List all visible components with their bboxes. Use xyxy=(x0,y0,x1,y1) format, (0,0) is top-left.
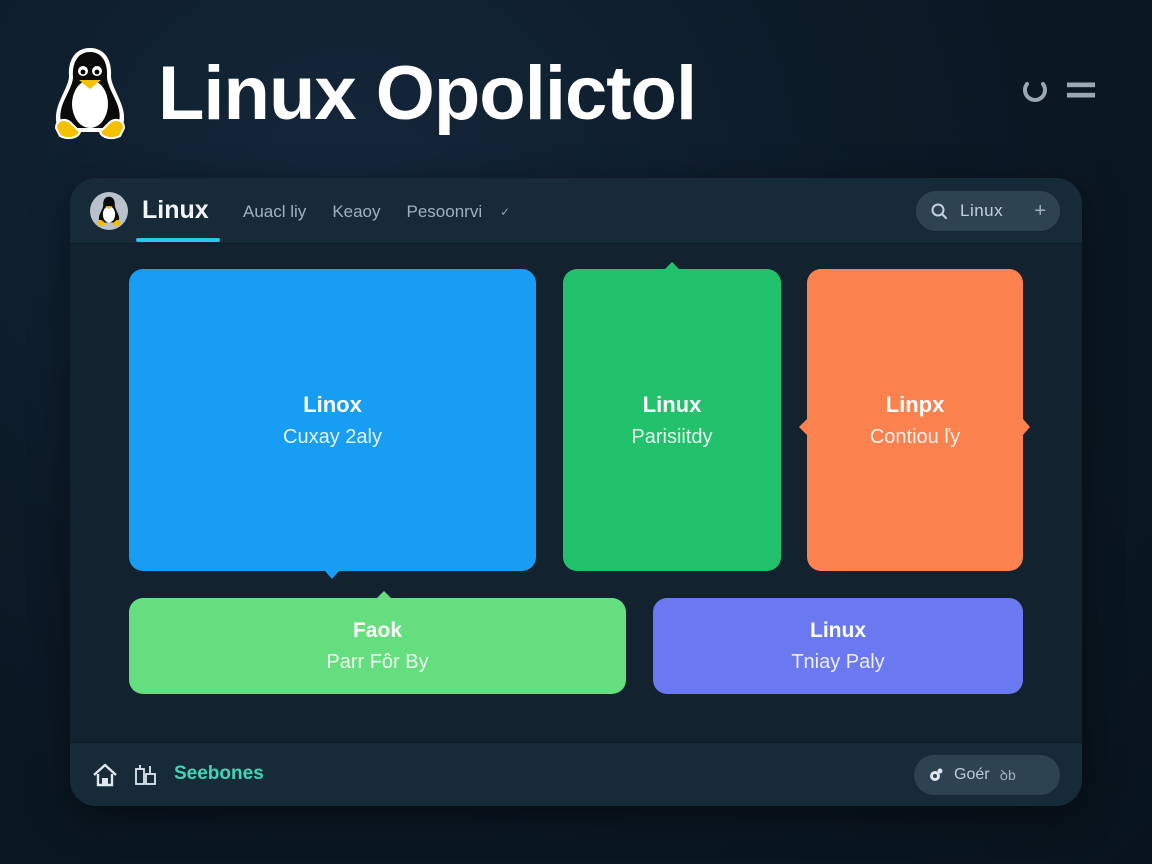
apps-icon xyxy=(135,765,156,785)
plus-icon[interactable]: + xyxy=(1034,200,1046,222)
refresh-icon xyxy=(1023,82,1047,102)
nav-item-3[interactable]: Pesoonrvi xyxy=(406,202,483,221)
top-navbar: Linux Auacl liy Keaoy Pesoonrvi ✓ Linux … xyxy=(70,178,1082,244)
tux-penguin-icon xyxy=(97,196,121,226)
tile-notch xyxy=(799,419,807,435)
go-button[interactable]: Goér ꝺb xyxy=(914,755,1060,795)
active-tab-indicator xyxy=(136,238,220,242)
nav-item-2[interactable]: Keaoy xyxy=(332,202,381,221)
nav-item-1[interactable]: Auacl liy xyxy=(243,202,307,221)
tile-subtitle: Tniay Paly xyxy=(791,650,885,673)
tile-title: Linux xyxy=(642,391,702,417)
home-button[interactable] xyxy=(92,763,118,787)
tile-title: Linpx xyxy=(885,391,945,417)
header-actions xyxy=(1020,75,1096,105)
chevron-down-icon[interactable]: ✓ xyxy=(500,205,511,219)
refresh-button[interactable] xyxy=(1020,75,1050,105)
tile-subtitle: Parisiitdy xyxy=(631,425,713,448)
search-value: Linux xyxy=(960,201,1004,220)
hamburger-menu-icon xyxy=(1066,82,1096,98)
app-header: Linux Opolictol xyxy=(48,44,1096,144)
bottom-bar: Seebones Goér ꝺb xyxy=(70,742,1082,806)
tile-title: Faok xyxy=(352,618,402,642)
brand-tab[interactable]: Linux xyxy=(142,196,209,224)
tile-notch xyxy=(377,591,391,598)
main-panel: Linux Auacl liy Keaoy Pesoonrvi ✓ Linux … xyxy=(70,178,1082,806)
avatar[interactable] xyxy=(90,192,128,230)
home-icon xyxy=(93,763,117,787)
tile-2[interactable]: Linux Parisiitdy xyxy=(563,262,781,571)
tile-notch xyxy=(325,571,339,579)
tile-notch xyxy=(665,262,679,269)
tile-5[interactable]: Linux Tniay Paly xyxy=(653,598,1023,694)
settings-icon xyxy=(930,768,943,781)
go-label: Goér xyxy=(954,766,990,783)
tile-subtitle: Cuxay 2aly xyxy=(283,425,382,448)
nav-menu: Auacl liy Keaoy Pesoonrvi ✓ xyxy=(243,202,510,222)
apps-button[interactable] xyxy=(134,763,158,787)
tux-penguin-icon xyxy=(54,48,126,140)
tile-1[interactable]: Linox Cuxay 2aly xyxy=(129,269,536,579)
tile-notch xyxy=(1023,419,1030,435)
menu-button[interactable] xyxy=(1066,75,1096,105)
tile-subtitle: Contiou ľy xyxy=(869,425,961,448)
tile-4[interactable]: Faok Parr Fôr By xyxy=(129,591,626,694)
tile-title: Linux xyxy=(810,618,866,642)
search-icon xyxy=(931,203,947,219)
go-tail-icon: ꝺb xyxy=(999,766,1016,783)
tile-title: Linox xyxy=(303,391,362,417)
tile-3[interactable]: Linpx Contiou ľy xyxy=(799,269,1030,571)
bottom-nav-label[interactable]: Seebones xyxy=(174,763,264,784)
search-input[interactable]: Linux + xyxy=(916,191,1060,231)
tile-subtitle: Parr Fôr By xyxy=(326,650,429,673)
app-title: Linux Opolictol xyxy=(158,51,697,136)
